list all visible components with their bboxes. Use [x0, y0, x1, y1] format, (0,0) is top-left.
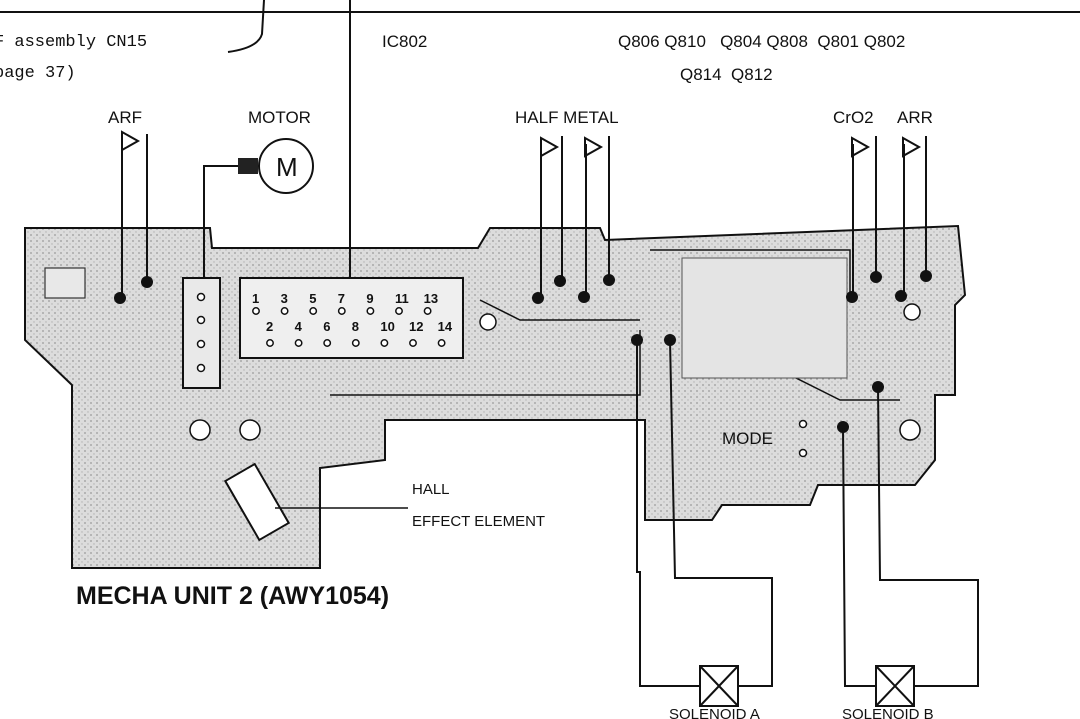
half-switch-icon: [540, 136, 560, 158]
solenoid-b-label: SOLENOID B: [842, 706, 934, 719]
cn15-pin-label-11: 11: [395, 291, 409, 306]
metal-switch-icon: [584, 136, 604, 158]
cn15-pin-label-14: 14: [438, 319, 453, 334]
pcb-trace-3: [650, 249, 851, 300]
transistor-list-row2: Q814 Q812: [680, 65, 773, 84]
cn15-pin-hole-9: [366, 307, 375, 315]
arr-label: ARR: [897, 108, 933, 127]
board-title: MECHA UNIT 2 (AWY1054): [76, 582, 389, 610]
cn15-pin-hole-8: [351, 339, 360, 347]
cn15-pin-hole-7: [337, 307, 346, 315]
pcb-rect-left: [44, 267, 86, 299]
solenoid-a-icon: [699, 665, 739, 707]
cn15-pin-label-12: 12: [409, 319, 423, 334]
mode-contact-2: [798, 448, 808, 458]
pcb-trace-1: [330, 330, 641, 396]
cn15-pin-hole-10: [380, 339, 389, 347]
reference-line-1: F assembly CN15: [0, 33, 147, 52]
connector-pin-c: [196, 339, 206, 349]
solenoid-a-label: SOLENOID A: [669, 706, 760, 719]
cn15-pin-hole-13: [423, 307, 432, 315]
cn15-pin-label-1: 1: [252, 291, 259, 306]
cn15-pin-hole-14: [437, 339, 446, 347]
cn15-pin-label-4: 4: [295, 319, 303, 334]
cn15-connector: [239, 277, 464, 359]
reference-bracket: [227, 0, 265, 53]
mount-hole-3: [479, 313, 497, 331]
solenoid-a-lead-1: [636, 340, 700, 687]
cn15-pin-label-3: 3: [281, 291, 288, 306]
motor-lead: [203, 165, 238, 280]
half-solder-2: [554, 275, 566, 287]
cn15-pin-hole-12: [409, 339, 417, 347]
cro2-solder-1: [846, 291, 858, 303]
solenoid-b-lead-1: [842, 426, 876, 687]
arf-solder-2: [141, 276, 153, 288]
cn15-pin-hole-3: [280, 307, 289, 315]
cn15-pin-label-2: 2: [266, 319, 273, 334]
cro2-label: CrO2: [833, 108, 874, 127]
mode-contact-1: [798, 419, 808, 429]
motor-label: MOTOR: [248, 108, 311, 127]
solenoid-a-lead-2: [669, 339, 773, 687]
ic-label: IC802: [382, 32, 427, 51]
cn15-pin-label-13: 13: [424, 291, 438, 306]
reference-line-2: page 37): [0, 64, 76, 83]
solenoid-b-icon: [875, 665, 915, 707]
hall-effect-element: [223, 462, 291, 542]
connector-pin-a: [196, 292, 206, 302]
hall-label-1: HALL: [412, 481, 450, 498]
hall-label-2: EFFECT ELEMENT: [412, 513, 545, 530]
arr-solder-1: [895, 290, 907, 302]
motor-terminal: [238, 158, 258, 174]
transistor-list-row1: Q806 Q810 Q804 Q808 Q801 Q802: [618, 32, 905, 51]
cn15-pin-hole-2: [266, 339, 274, 347]
connector-pin-d: [196, 363, 206, 373]
arf-solder-1: [114, 292, 126, 304]
cn15-pin-hole-6: [323, 339, 332, 347]
solenoid-b-lead-2: [877, 386, 979, 687]
cn15-pin-label-6: 6: [323, 319, 330, 334]
pcb-rect-center: [681, 257, 848, 379]
mode-label: MODE: [722, 429, 773, 448]
cn15-pin-label-10: 10: [380, 319, 394, 334]
motor-icon: M: [276, 152, 298, 182]
metal-solder-1: [578, 291, 590, 303]
half-metal-label: HALF METAL: [515, 108, 619, 127]
cn15-pin-label-9: 9: [366, 291, 373, 306]
arf-label: ARF: [108, 108, 142, 127]
motor-circle: [258, 138, 314, 194]
arr-solder-2: [920, 270, 932, 282]
mount-hole-2: [239, 419, 261, 441]
cn15-pin-label-5: 5: [309, 291, 316, 306]
cn15-pin-hole-5: [309, 307, 318, 315]
cro2-switch-icon: [851, 136, 871, 158]
mount-hole-4: [899, 419, 921, 441]
mount-hole-5: [903, 303, 921, 321]
arf-switch-icon: [121, 130, 141, 152]
cn15-pin-label-8: 8: [352, 319, 359, 334]
connector-pin-b: [196, 315, 206, 325]
half-solder-1: [532, 292, 544, 304]
mount-hole-1: [189, 419, 211, 441]
metal-solder-2: [603, 274, 615, 286]
cn15-pin-hole-11: [395, 307, 403, 315]
cro2-solder-2: [870, 271, 882, 283]
arr-switch-icon: [902, 136, 922, 158]
cn15-pin-label-7: 7: [338, 291, 345, 306]
cn15-pin-hole-4: [294, 339, 303, 347]
cn15-pin-hole-1: [252, 307, 260, 315]
pcb-trace-2: [479, 299, 640, 321]
